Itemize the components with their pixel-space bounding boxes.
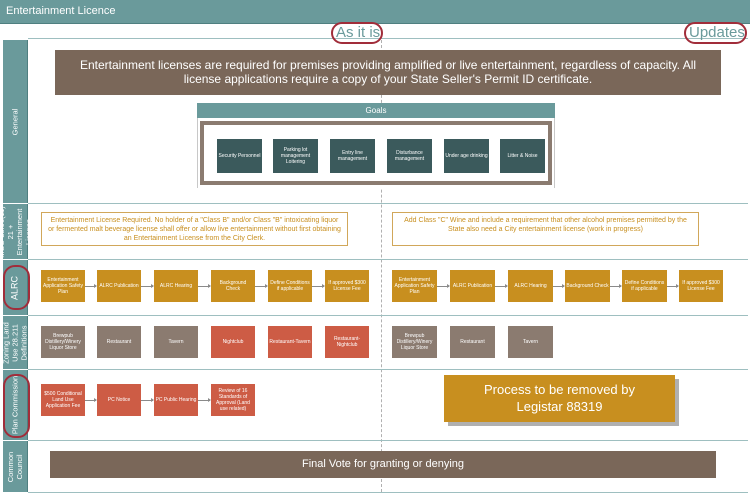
zoning-item: Restaurant (97, 326, 141, 358)
flow-arrow (198, 284, 211, 288)
lane-label-mgo: MGO 38.06(11) 21 + Entertainment License (0, 205, 33, 258)
lane-common-council: Common Council (3, 441, 28, 492)
alrc-step-updated: Entertainment Application Safety Plan (392, 270, 437, 302)
highlight-circle-plan-commission (3, 374, 30, 438)
highlight-circle-right (684, 22, 747, 44)
flow-arrow (198, 398, 211, 402)
goal-box: Parking lot management Loitering (273, 139, 318, 173)
column-header-strip (28, 24, 748, 39)
alrc-step-updated: Background Check (565, 270, 610, 302)
zoning-item: Restaurant-Nightclub (325, 326, 369, 358)
lane-separator (28, 369, 748, 370)
zoning-item-updated: Brewpub Distillery/Winery Liquor Store (392, 326, 437, 358)
highlight-circle-left (331, 22, 383, 44)
highlight-circle-alrc (3, 265, 30, 310)
goals-frame (200, 121, 552, 185)
flow-arrow (437, 284, 450, 288)
lane-label-common-council: Common Council (6, 451, 24, 482)
goal-box: Disturbance management (387, 139, 432, 173)
flow-arrow (255, 284, 268, 288)
alrc-step: ALRC Hearing (154, 270, 198, 302)
alrc-step-updated: ALRC Publication (450, 270, 495, 302)
plan-commission-step: $500 Conditional Land Use Application Fe… (41, 384, 85, 416)
plan-commission-step: PC Notice (97, 384, 141, 416)
plan-commission-step: Review of 16 Standards of Approval (Land… (211, 384, 255, 416)
goal-box: Litter & Noise (500, 139, 545, 173)
column-header-right: Updates (689, 24, 745, 41)
lane-mgo: MGO 38.06(11) 21 + Entertainment License (0, 204, 33, 259)
zoning-item: Brewpub Distillery/Winery Liquor Store (41, 326, 85, 358)
alrc-step: Define Conditions if applicable (268, 270, 312, 302)
zoning-item-updated: Restaurant (450, 326, 495, 358)
flow-arrow (141, 284, 154, 288)
flow-arrow (667, 284, 679, 288)
page-title: Entertainment Licence (6, 5, 116, 17)
removal-note: Process to be removed by Legistar 88319 (444, 375, 675, 422)
column-divider (381, 40, 382, 492)
plan-commission-step: PC Public Hearing (154, 384, 198, 416)
flow-arrow (610, 284, 622, 288)
lane-label-zoning: Zoning Land Use 28.211 Definitions (1, 321, 29, 364)
mgo-note-right: Add Class "C" Wine and include a require… (392, 212, 699, 246)
lane-separator (28, 315, 748, 316)
flow-arrow (312, 284, 325, 288)
lane-zoning: Zoning Land Use 28.211 Definitions (1, 316, 29, 369)
zoning-item: Restaurant-Tavern (268, 326, 312, 358)
flow-arrow (553, 284, 565, 288)
general-banner: Entertainment licenses are required for … (55, 50, 721, 95)
common-council-banner: Final Vote for granting or denying (50, 451, 716, 478)
lane-separator (28, 203, 748, 204)
mgo-note-left: Entertainment License Required. No holde… (41, 212, 348, 246)
lane-separator (28, 440, 748, 441)
alrc-step: Background Check (211, 270, 255, 302)
alrc-step: If approved $300 License Fee (325, 270, 369, 302)
alrc-step: ALRC Publication (97, 270, 141, 302)
goal-box: Entry line management (330, 139, 375, 173)
zoning-item-updated: Tavern (508, 326, 553, 358)
goals-title: Goals (197, 103, 555, 118)
flow-arrow (85, 284, 97, 288)
flow-arrow (495, 284, 508, 288)
goal-box: Under age drinking (444, 139, 489, 173)
alrc-step-updated: ALRC Hearing (508, 270, 553, 302)
alrc-step-updated: Define Conditions if applicable (622, 270, 667, 302)
alrc-step-updated: If approved $300 License Fee (679, 270, 723, 302)
alrc-step: Entertainment Application Safety Plan (41, 270, 85, 302)
flow-arrow (85, 398, 97, 402)
lane-general: General (3, 40, 28, 203)
lane-label-general: General (10, 108, 20, 135)
goal-box: Security Personnel (217, 139, 262, 173)
zoning-item: Tavern (154, 326, 198, 358)
title-bar: Entertainment Licence (0, 0, 750, 24)
flow-arrow (141, 398, 154, 402)
lane-separator (28, 492, 748, 493)
lane-separator (28, 259, 748, 260)
zoning-item: Nightclub (211, 326, 255, 358)
